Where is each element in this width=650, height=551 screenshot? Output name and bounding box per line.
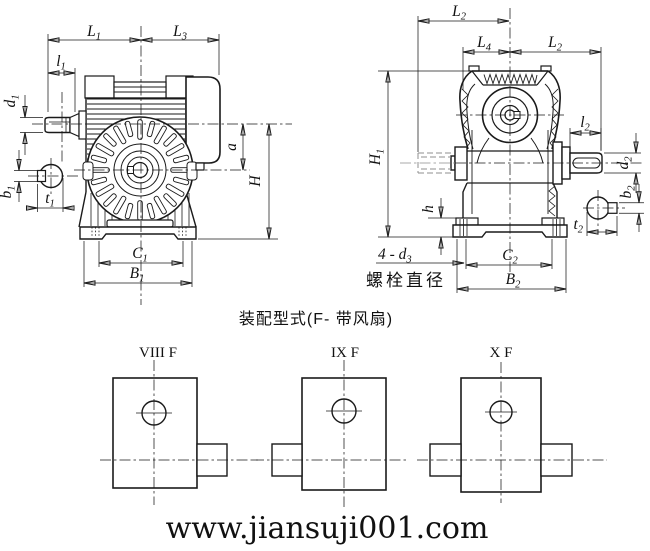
dim-L2-label: L2 (547, 34, 563, 54)
dim-L2top-label: L2 (451, 3, 467, 23)
variant-ix-label: IX F (331, 345, 359, 361)
dim-h-label: h (420, 205, 437, 213)
dim-H-label: H (247, 175, 264, 188)
dim-H1-label: H1 (367, 149, 387, 166)
variant-ix-f: IX F (253, 345, 408, 507)
dim-t2-label: t2 (573, 216, 583, 236)
input-shaft (44, 110, 87, 140)
housing-shoulders (459, 70, 561, 150)
cover-tab-right (186, 161, 198, 181)
dim-a-label: a (223, 143, 240, 151)
dim-C1-label: C1 (132, 245, 148, 265)
dim-C2-label: C2 (502, 247, 518, 267)
dim-L4-label: L4 (476, 34, 492, 54)
dim-L3-label: L3 (172, 23, 187, 43)
front-dimensions: L1 L3 l1 d1 b1 t1 a H C1 B1 (0, 23, 278, 287)
dim-b1-label: b1 (0, 186, 18, 199)
fan-housing (185, 76, 221, 164)
front-view: L1 L3 l1 d1 b1 t1 a H C1 B1 (0, 23, 292, 305)
dim-b2-label: b2 (618, 185, 638, 199)
variant-x-label: X F (490, 345, 513, 361)
bolt-diameter-label: 螺栓直径 (366, 271, 446, 290)
dim-d1-label: d1 (2, 95, 22, 108)
variant-x-f: X F (417, 345, 607, 503)
variant-viii-f: VIII F (100, 345, 258, 505)
dim-L1-label: L1 (86, 23, 101, 43)
dim-B2-label: B2 (506, 271, 521, 291)
top-cap (84, 75, 198, 99)
side-view: L2 L4 L2 H1 l2 d2 b2 t2 h C2 B2 4 - d3 螺… (366, 3, 644, 293)
dim-l1-label: l1 (56, 53, 66, 73)
variant-viii-label: VIII F (139, 345, 177, 361)
dim-l2-label: l2 (580, 114, 590, 134)
assembly-type-title: 装配型式(F- 带风扇) (239, 310, 393, 328)
front-centerlines (28, 26, 292, 305)
dim-d2-label: d2 (615, 156, 635, 170)
dim-B1-label: B1 (130, 265, 145, 285)
bolt-count-note: 4 - d3 (378, 246, 412, 266)
side-dimensions: L2 L4 L2 H1 l2 d2 b2 t2 h C2 B2 4 - d3 螺… (366, 3, 644, 293)
watermark-text: www.jiansuji001.com (166, 511, 489, 546)
cover-tab-left (82, 161, 94, 181)
front-base (79, 219, 197, 240)
dim-t1-label: t1 (45, 190, 55, 210)
